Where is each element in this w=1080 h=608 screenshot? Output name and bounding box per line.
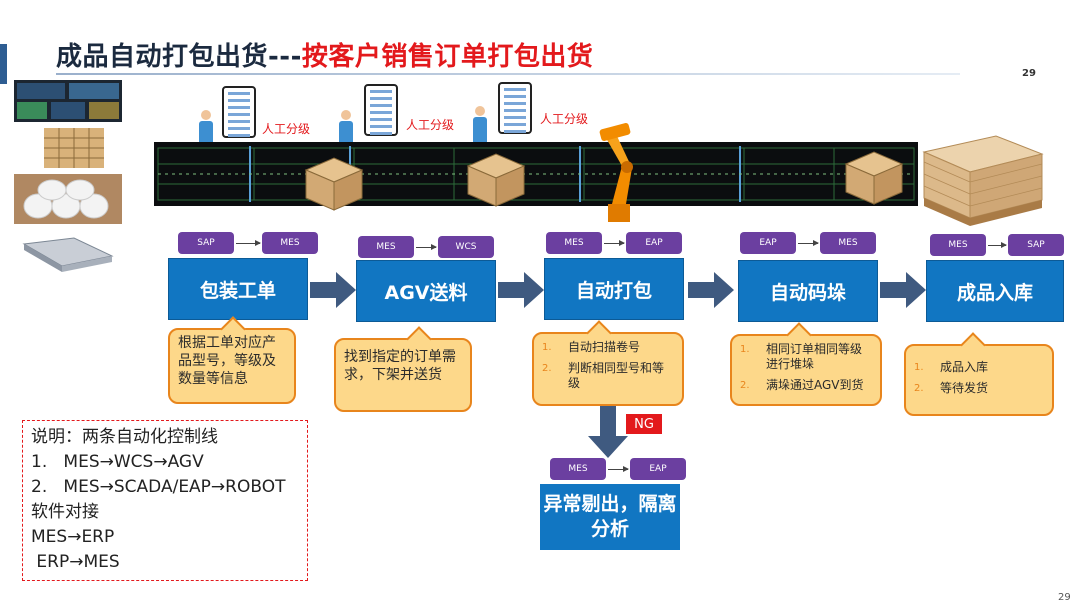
explanation-note: 说明：两条自动化控制线 1. MES→WCS→AGV 2. MES→SCADA/… [22, 420, 308, 581]
callout-auto-stack: 1.相同订单相同等级进行堆垛 2.满垛通过AGV到货 [730, 322, 882, 406]
box-icon [842, 148, 906, 210]
system-tag-eap: EAP [740, 232, 796, 254]
system-arrow [604, 240, 625, 246]
note-line: 软件对接 [31, 502, 99, 522]
system-tag-wcs: WCS [438, 236, 494, 258]
callout-agv-feed: 找到指定的订单需求，下架并送货 [334, 326, 472, 412]
system-tag-mes: MES [930, 234, 986, 256]
agv-vehicle-image [14, 230, 122, 276]
system-tag-sap: SAP [178, 232, 234, 254]
note-line: MES→ERP [31, 527, 115, 547]
note-line: 2. MES→SCADA/EAP→ROBOT [31, 477, 286, 497]
title-underline [56, 73, 960, 75]
system-arrow [988, 242, 1007, 248]
step-agv-feed: AGV送料 [356, 260, 496, 322]
flow-arrow [498, 272, 544, 312]
step-reject-isolate: 异常剔出，隔离分析 [540, 484, 680, 550]
robot-arm-icon [586, 118, 650, 228]
system-tag-mes: MES [820, 232, 876, 254]
flow-arrow [310, 272, 356, 312]
system-tag-mes: MES [546, 232, 602, 254]
film-rolls-image [14, 174, 122, 224]
system-tag-mes: MES [262, 232, 318, 254]
callout-packaging-order: 根据工单对应产品型号，等级及数量等信息 [168, 316, 296, 404]
system-arrow [798, 240, 819, 246]
step-auto-pack: 自动打包 [544, 258, 684, 320]
system-arrow [236, 240, 261, 246]
tablet-icon [222, 86, 256, 138]
note-line: ERP→MES [31, 552, 120, 572]
callout-auto-pack: 1.自动扫描卷号 2.判断相同型号和等级 [532, 320, 684, 406]
system-tag-eap: EAP [626, 232, 682, 254]
page-title: 成品自动打包出货---按客户销售订单打包出货 [56, 42, 594, 72]
ng-down-arrow [588, 406, 628, 462]
note-line: 说明：两条自动化控制线 [31, 427, 218, 447]
system-tag-eap: EAP [630, 458, 686, 480]
system-arrow [416, 244, 437, 250]
box-icon [464, 150, 528, 212]
manual-grading-label-2: 人工分级 [406, 118, 455, 132]
system-tag-mes: MES [550, 458, 606, 480]
step-warehouse-in: 成品入库 [926, 260, 1064, 322]
step-auto-stack: 自动码垛 [738, 260, 878, 322]
pallet-icon [916, 132, 1046, 230]
tablet-icon [498, 82, 532, 134]
callout-warehouse-in: 1.成品入库 2.等待发货 [904, 332, 1054, 416]
manual-grading-label-3: 人工分级 [540, 112, 589, 126]
system-tag-sap: SAP [1008, 234, 1064, 256]
accent-bar [0, 44, 7, 84]
page-number-top: 29 [1022, 68, 1036, 79]
manual-grading-label-1: 人工分级 [262, 122, 311, 136]
note-line: 1. MES→WCS→AGV [31, 452, 204, 472]
box-icon [302, 154, 366, 216]
dashboard-screen-image [14, 80, 122, 122]
conveyor-line-image [154, 142, 918, 206]
flow-arrow [880, 272, 926, 312]
page-number-bottom: 29 [1058, 592, 1071, 603]
tablet-icon [364, 84, 398, 136]
step-packaging-order: 包装工单 [168, 258, 308, 320]
warehouse-racks-image [14, 122, 122, 174]
system-arrow [608, 466, 629, 472]
ng-badge: NG [626, 414, 662, 434]
flow-arrow [688, 272, 734, 312]
system-tag-mes: MES [358, 236, 414, 258]
